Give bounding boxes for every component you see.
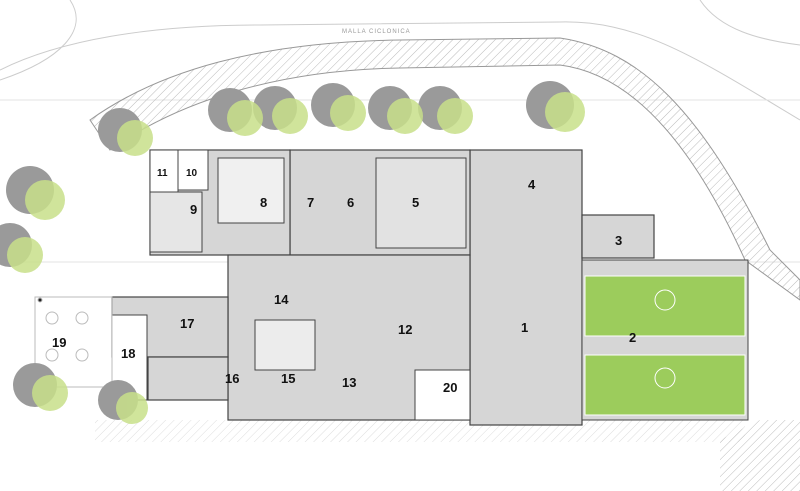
- soccer-field: [581, 259, 749, 421]
- street-label: MALLA CICLONICA: [342, 29, 411, 35]
- room-label-16: 16: [225, 371, 240, 386]
- bottom-hatch: [95, 420, 745, 442]
- hatched-slope: [89, 37, 800, 301]
- room-label-5: 5: [412, 195, 420, 210]
- room-label-12: 12: [398, 322, 413, 337]
- room-label-6: 6: [347, 195, 355, 210]
- room-label-8: 8: [260, 195, 268, 210]
- room-label-4: 4: [528, 177, 536, 192]
- room-label-3: 3: [615, 233, 623, 248]
- room-label-15: 15: [281, 371, 296, 386]
- room-label-20: 20: [443, 380, 458, 395]
- room-label-19: 19: [52, 335, 67, 350]
- room-label-17: 17: [180, 316, 195, 331]
- room-label-7: 7: [307, 195, 315, 210]
- room-label-2: 2: [629, 330, 637, 345]
- room-label-14: 14: [274, 292, 289, 307]
- room-label-9: 9: [190, 202, 198, 217]
- room-label-13: 13: [342, 375, 357, 390]
- room-label-1: 1: [521, 320, 529, 335]
- corner-hatch: [720, 420, 800, 491]
- trees: [0, 81, 585, 424]
- room-label-10: 10: [186, 168, 198, 179]
- room-label-11: 11: [157, 168, 168, 179]
- room-label-18: 18: [121, 346, 136, 361]
